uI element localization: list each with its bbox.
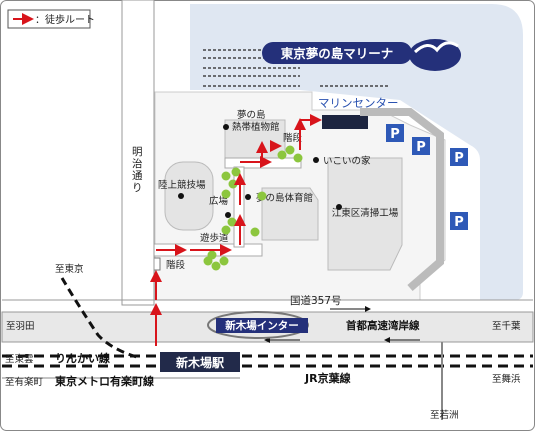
- svg-text:治: 治: [132, 157, 143, 170]
- to-higashi-label: 至東京: [55, 263, 84, 275]
- marina-banner: 東京夢の島マリーナ: [262, 42, 412, 64]
- legend-label: ：徒歩ルート: [35, 13, 95, 26]
- to-tounen-label: 至東雲: [5, 353, 34, 365]
- parking-icon: [450, 148, 468, 166]
- to-yurakucho-label: 至有楽町: [5, 376, 44, 388]
- station-box: [160, 352, 240, 372]
- stairs-label-lower: 階段: [166, 259, 186, 271]
- parking-icon: [386, 124, 404, 142]
- rinkai-label: りんかい線: [55, 351, 110, 365]
- cleaning-factory-building: [327, 157, 403, 271]
- marina-logo-icon: [409, 39, 461, 71]
- botanical-label-2: 熱帯植物館: [232, 121, 280, 133]
- athletics-field: [164, 161, 214, 231]
- to-haneda-label: 至羽田: [6, 321, 35, 332]
- marina-berths: [203, 49, 390, 87]
- legend: ：徒歩ルート: [7, 9, 95, 29]
- gym-building: [261, 187, 319, 241]
- station-label: 新木場駅: [176, 355, 225, 370]
- svg-text:P: P: [454, 215, 464, 230]
- to-maihama-label: 至舞浜: [492, 374, 521, 385]
- expressway-label: 首都高速湾岸線: [346, 319, 420, 332]
- keiyo-label: JR京葉線: [304, 371, 351, 385]
- marine-center-label: マリンセンター: [318, 96, 399, 110]
- marine-center-building: [322, 115, 368, 129]
- parking-icon: [450, 212, 468, 230]
- interchange-bar: [216, 318, 308, 333]
- promenade-label: 遊歩道: [200, 232, 229, 244]
- parking-icon: [412, 137, 430, 155]
- svg-text:P: P: [390, 127, 400, 142]
- marina-label: 東京夢の島マリーナ: [281, 46, 394, 61]
- interchange-label: 新木場インター: [225, 319, 299, 332]
- route357-label: 国道357号: [290, 294, 342, 307]
- parking-icons: P P P P: [386, 124, 468, 230]
- botanical-label-1: 夢の島: [237, 109, 266, 121]
- meiji-dori-road: [121, 0, 155, 306]
- access-road: [360, 108, 444, 292]
- to-chiba-label: 至千葉: [492, 320, 521, 332]
- svg-text:明: 明: [132, 146, 143, 158]
- svg-text:P: P: [416, 140, 426, 155]
- cleaning-factory-dot: [336, 204, 342, 210]
- cleaning-factory-label: 江東区清掃工場: [332, 207, 399, 219]
- ikoi-label: いこいの家: [323, 155, 371, 167]
- svg-text:通: 通: [132, 170, 143, 182]
- walking-route: [150, 114, 322, 346]
- rinkai-curve-rail: [60, 277, 141, 360]
- water-area: [190, 4, 523, 300]
- svg-text:P: P: [454, 151, 464, 166]
- stairs-label-upper: 階段: [283, 132, 303, 144]
- gym-label: 夢の島体育館: [256, 192, 313, 204]
- svg-text:り: り: [132, 182, 143, 194]
- to-wakasu-label: 至若洲: [430, 409, 459, 421]
- plaza-label: 広場: [209, 195, 229, 207]
- athletics-label: 陸上競技場: [158, 179, 206, 191]
- yurakucho-line-label: 東京メトロ有楽町線: [55, 374, 154, 388]
